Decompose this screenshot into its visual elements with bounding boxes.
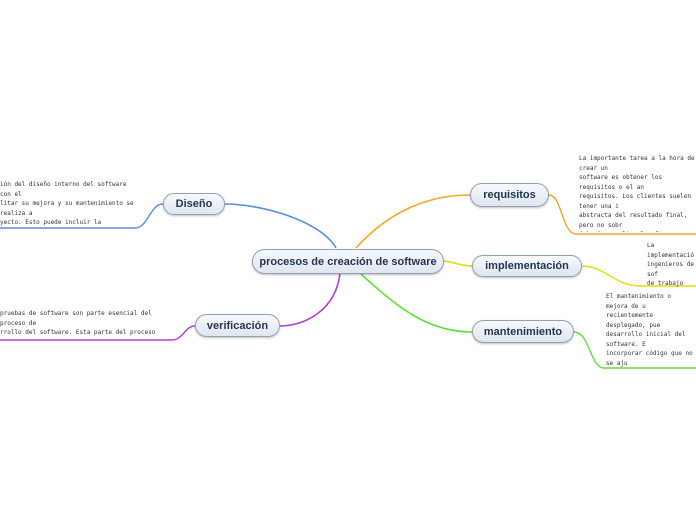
note-line-mantenimiento [573,331,696,369]
connector-implementacion [442,260,473,267]
connector-diseno [224,203,337,249]
connector-verificacion [279,272,341,327]
note-requisitos: La importante tarea a la hora de crear u… [579,155,695,232]
note-line-diseno [0,203,164,229]
branch-diseno[interactable]: Diseño [163,193,225,215]
branch-implementacion-label: implementación [485,260,569,272]
central-topic-label: procesos de creación de software [259,255,437,268]
note-mantenimiento: El mantenimiento o mejora de u recientem… [606,293,693,367]
note-line-requisitos [548,194,696,235]
note-implementacion: La implementació ingenieros de sof de tr… [647,242,694,287]
branch-requisitos-label: requisitos [483,189,536,201]
branch-verificacion-label: verificación [206,319,269,332]
branch-verificacion[interactable]: verificación [195,314,280,337]
connector-requisitos [355,194,471,249]
branch-requisitos[interactable]: requisitos [470,183,549,207]
branch-diseno-label: Diseño [175,198,213,210]
branch-mantenimiento-label: mantenimiento [483,325,563,338]
central-topic[interactable]: procesos de creación de software [252,249,444,274]
note-verificacion: pruebas de software son parte esencial d… [0,310,156,339]
note-line-verificacion [0,325,196,341]
connector-mantenimiento [359,272,473,333]
branch-implementacion[interactable]: implementación [472,255,582,277]
note-line-implementacion [581,265,696,287]
branch-mantenimiento[interactable]: mantenimiento [472,320,574,343]
note-diseno: ión del diseño interno del software con … [0,181,134,226]
